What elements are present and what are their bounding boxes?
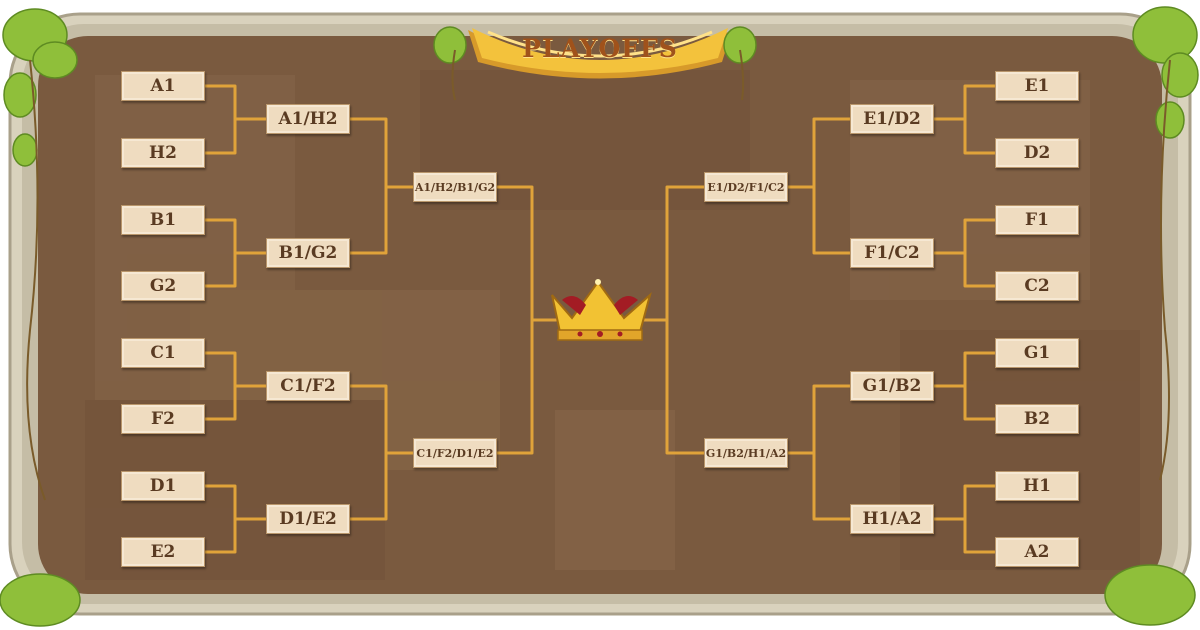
quarterfinal-slot[interactable]: C1/F2 [266, 371, 350, 401]
team-slot[interactable]: G1 [995, 338, 1079, 368]
semifinal-slot[interactable]: G1/B2/H1/A2 [704, 438, 788, 468]
team-slot[interactable]: H2 [121, 138, 205, 168]
bracket-lines [203, 84, 997, 554]
quarterfinal-slot[interactable]: B1/G2 [266, 238, 350, 268]
team-slot[interactable]: D2 [995, 138, 1079, 168]
crown-icon [551, 279, 652, 341]
team-slot[interactable]: C2 [995, 271, 1079, 301]
team-slot[interactable]: F2 [121, 404, 205, 434]
team-slot[interactable]: A1 [121, 71, 205, 101]
team-slot[interactable]: C1 [121, 338, 205, 368]
team-slot[interactable]: B2 [995, 404, 1079, 434]
team-slot[interactable]: H1 [995, 471, 1079, 501]
team-slot[interactable]: G2 [121, 271, 205, 301]
team-slot[interactable]: D1 [121, 471, 205, 501]
team-slot[interactable]: E2 [121, 537, 205, 567]
vine-stems [26, 49, 1171, 501]
semifinal-slot[interactable]: C1/F2/D1/E2 [413, 438, 497, 468]
playoffs-banner [468, 28, 732, 79]
semifinal-slot[interactable]: E1/D2/F1/C2 [704, 172, 788, 202]
team-slot[interactable]: F1 [995, 205, 1079, 235]
quarterfinal-slot[interactable]: F1/C2 [850, 238, 934, 268]
quarterfinal-slot[interactable]: G1/B2 [850, 371, 934, 401]
quarterfinal-slot[interactable]: E1/D2 [850, 104, 934, 134]
quarterfinal-slot[interactable]: H1/A2 [850, 504, 934, 534]
semifinal-slot[interactable]: A1/H2/B1/G2 [413, 172, 497, 202]
quarterfinal-slot[interactable]: A1/H2 [266, 104, 350, 134]
quarterfinal-slot[interactable]: D1/E2 [266, 504, 350, 534]
vine-leaves-icon [0, 6, 1199, 627]
team-slot[interactable]: A2 [995, 537, 1079, 567]
team-slot[interactable]: B1 [121, 205, 205, 235]
team-slot[interactable]: E1 [995, 71, 1079, 101]
page-title: PLAYOFFS [522, 33, 678, 63]
